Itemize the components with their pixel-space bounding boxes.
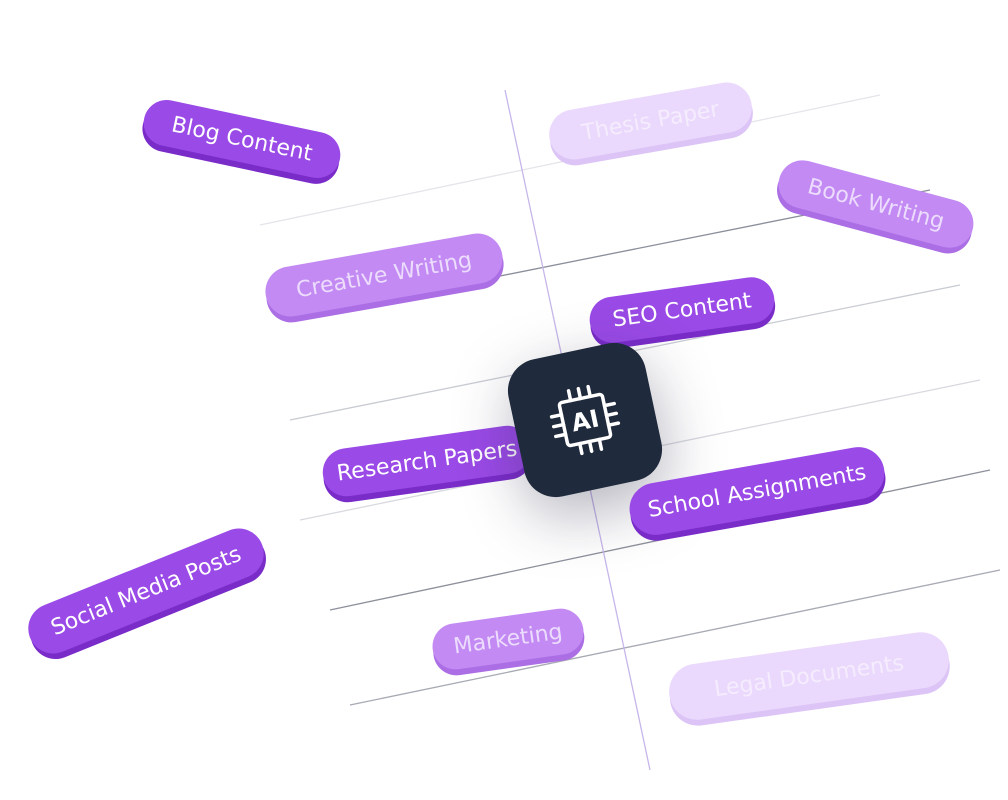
ai-label: AI — [569, 404, 602, 437]
tag-label: SEO Content — [611, 287, 753, 333]
cpu-chip-icon: AI — [549, 384, 621, 456]
ai-chip-badge: AI — [501, 336, 669, 504]
tag-label: Marketing — [451, 618, 565, 660]
tag-label: Legal Documents — [712, 650, 906, 702]
